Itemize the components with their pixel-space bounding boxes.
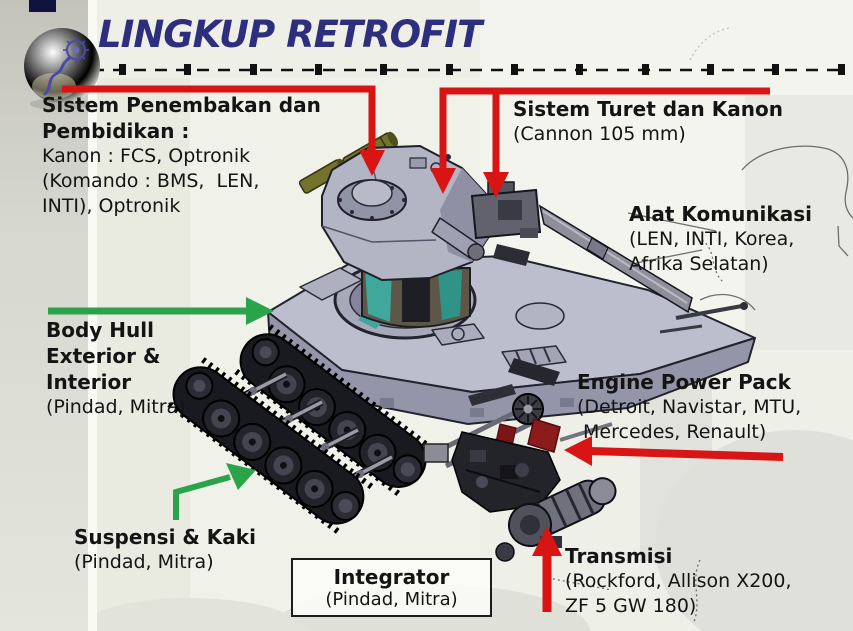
tank-engine-pack: [423, 384, 617, 562]
callout-transmisi: Transmisi (Rockford, Allison X200, ZF 5 …: [565, 543, 792, 619]
callout-body: (Komando : BMS, LEN,: [42, 170, 260, 192]
background-sketch: [547, 27, 853, 623]
callout-heading: Alat Komunikasi: [629, 202, 812, 226]
callout-body: (LEN, INTI, Korea,: [629, 228, 795, 250]
callout-heading: Body Hull: [46, 318, 154, 342]
callout-heading: Transmisi: [565, 544, 673, 568]
callout-body: Mercedes, Renault): [577, 421, 767, 443]
callout-heading: Interior: [46, 370, 132, 394]
arrow-transmisi: [532, 526, 562, 612]
callout-body: (Pindad, Mitra): [74, 551, 214, 573]
callout-sistem-turet: Sistem Turet dan Kanon (Cannon 105 mm): [513, 96, 783, 147]
callout-body: Kanon : FCS, Optronik: [42, 145, 251, 167]
callout-body: (Pindad, Mitra): [325, 588, 458, 610]
corner-tab: [29, 0, 56, 12]
tank-tracks: [167, 324, 436, 535]
callout-heading: Sistem Turet dan Kanon: [513, 97, 783, 121]
callout-alat-komunikasi: Alat Komunikasi (LEN, INTI, Korea, Afrik…: [629, 201, 812, 277]
callout-body: (Pindad, Mitra): [46, 396, 186, 418]
callout-body: (Detroit, Navistar, MTU,: [577, 396, 802, 418]
arrow-sistem-turet: [430, 87, 770, 198]
callout-heading: Pembidikan :: [42, 119, 190, 143]
callout-body: INTI), Optronik: [42, 195, 181, 217]
dashed-separator: [92, 64, 848, 75]
arrow-sistem-penembakan: [62, 85, 385, 176]
callout-heading: Exterior &: [46, 344, 161, 368]
callout-body: ZF 5 GW 180): [565, 595, 697, 617]
arrow-body-hull: [48, 297, 274, 325]
callout-suspensi-kaki: Suspensi & Kaki (Pindad, Mitra): [74, 524, 256, 575]
callout-body: (Cannon 105 mm): [513, 123, 686, 145]
callout-engine-power-pack: Engine Power Pack (Detroit, Navistar, MT…: [577, 369, 801, 445]
tank-exploded-view: [48, 85, 784, 612]
arrow-engine-power-pack: [564, 436, 784, 466]
callout-body: Afrika Selatan): [629, 253, 769, 275]
callout-body: (Rockford, Allison X200,: [565, 570, 792, 592]
callout-sistem-penembakan: Sistem Penembakan dan Pembidikan : Kanon…: [42, 92, 321, 219]
callout-heading: Suspensi & Kaki: [74, 525, 256, 549]
callout-heading: Sistem Penembakan dan: [42, 93, 321, 117]
callout-body-hull: Body Hull Exterior & Interior (Pindad, M…: [46, 317, 186, 420]
callout-arrows: [48, 85, 784, 612]
callout-heading: Engine Power Pack: [577, 370, 791, 394]
callout-integrator-box: Integrator (Pindad, Mitra): [291, 558, 492, 617]
callout-heading: Integrator: [333, 564, 450, 589]
arrow-suspensi: [173, 463, 256, 520]
page-title: LINGKUP RETROFIT: [98, 13, 482, 56]
